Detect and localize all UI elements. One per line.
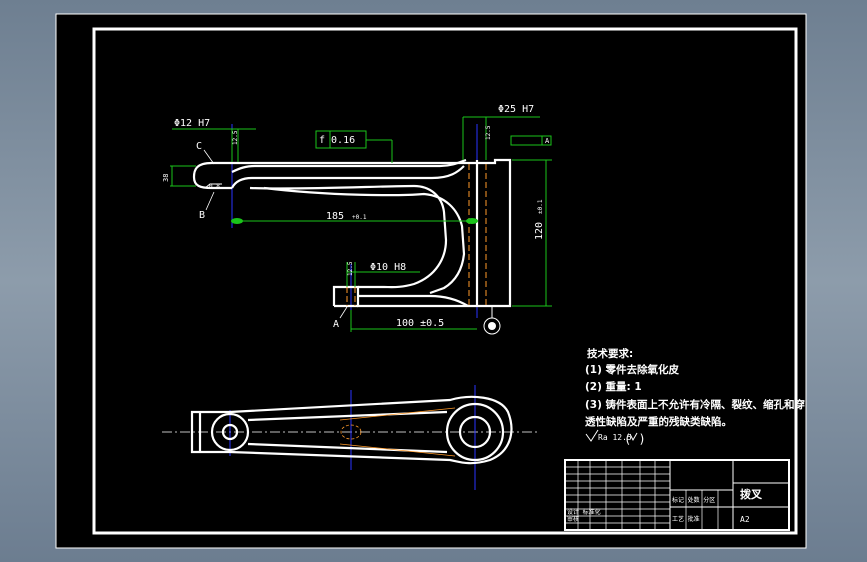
notes-item-1: (1) 零件去除氧化皮 [585, 363, 680, 376]
notes-roughness: Ra 12.5 [598, 433, 632, 442]
notes-item-2: (2) 重量: 1 [585, 380, 642, 393]
title-row-b: 设计 标准化 [567, 508, 601, 516]
perpendicularity-frame: A [510, 135, 552, 146]
hidden-lines [346, 164, 487, 306]
notes-item-3b: 透性缺陷及严重的残缺类缺陷。 [585, 415, 732, 428]
datum-a-label: A [545, 137, 550, 145]
title-row-d: 工艺 批准 [672, 515, 700, 523]
thickness-value: 38 [162, 174, 170, 182]
title-block: 拨叉 A2 标记 处数 分区 设计 标准化 审核 工艺 批准 [564, 459, 790, 531]
front-view: 185 +0.1 120 ±0.1 100 ±0.5 38 Φ12 H7 [162, 104, 552, 335]
small-hole-position: 12.5 [232, 130, 239, 145]
top-view [162, 385, 540, 490]
large-bore-value: Φ25 H7 [498, 104, 534, 115]
flatness-tolerance-frame: f 0.16 [315, 130, 393, 163]
notes-roughness-bracket: ( ) [624, 432, 646, 446]
center-distance-value: 185 [326, 211, 344, 222]
height-value: 120 [534, 222, 545, 240]
point-labels: C B A [196, 141, 348, 330]
top-hidden-lines [339, 407, 456, 457]
boss-position: 12.5 [485, 125, 492, 140]
dimension-lug-offset: 100 ±0.5 [350, 310, 477, 332]
dimension-height: 120 ±0.1 [512, 159, 552, 307]
notes-item-3: (3) 铸件表面上不允许有冷隔、裂纹、缩孔和穿 [585, 398, 805, 411]
flatness-value: f 0.16 [319, 135, 355, 146]
datum-a-marker [483, 306, 501, 335]
title-scale: A2 [740, 515, 750, 524]
title-part-name: 拨叉 [740, 487, 763, 501]
dimension-small-bore: Φ12 H7 12.5 [172, 118, 256, 162]
lug-bore-value: Φ10 H8 [370, 262, 406, 273]
roughness-small-icon [629, 432, 638, 442]
title-row-c: 审核 [567, 515, 579, 523]
dimension-lug-bore: Φ10 H8 12.5 [346, 261, 420, 287]
lug-offset-value: 100 ±0.5 [396, 318, 444, 329]
center-distance-tolerance: +0.1 [352, 214, 367, 221]
title-row-a: 标记 处数 分区 [672, 496, 715, 504]
label-b: B [199, 210, 205, 221]
drawing-border [92, 27, 798, 535]
dimension-large-bore: Φ25 H7 12.5 [462, 104, 540, 160]
roughness-symbol-top: 0.8 [204, 183, 222, 190]
label-c: C [196, 141, 202, 152]
roughness-top-value: 0.8 [209, 183, 220, 190]
dimension-center-distance: 185 +0.1 [231, 211, 478, 224]
notes-heading: 技术要求: [587, 347, 633, 360]
label-a: A [333, 319, 339, 330]
fork-outline [192, 158, 512, 308]
small-bore-value: Φ12 H7 [174, 118, 210, 129]
dimension-thickness: 38 [162, 165, 196, 187]
arm-outline [190, 395, 513, 465]
lug-position: 12.5 [347, 261, 354, 276]
technical-requirements: 技术要求: (1) 零件去除氧化皮 (2) 重量: 1 (3) 铸件表面上不允许… [585, 347, 805, 446]
roughness-check-icon [585, 429, 599, 442]
height-tolerance: ±0.1 [537, 199, 544, 214]
drawing-sheet [55, 13, 807, 549]
